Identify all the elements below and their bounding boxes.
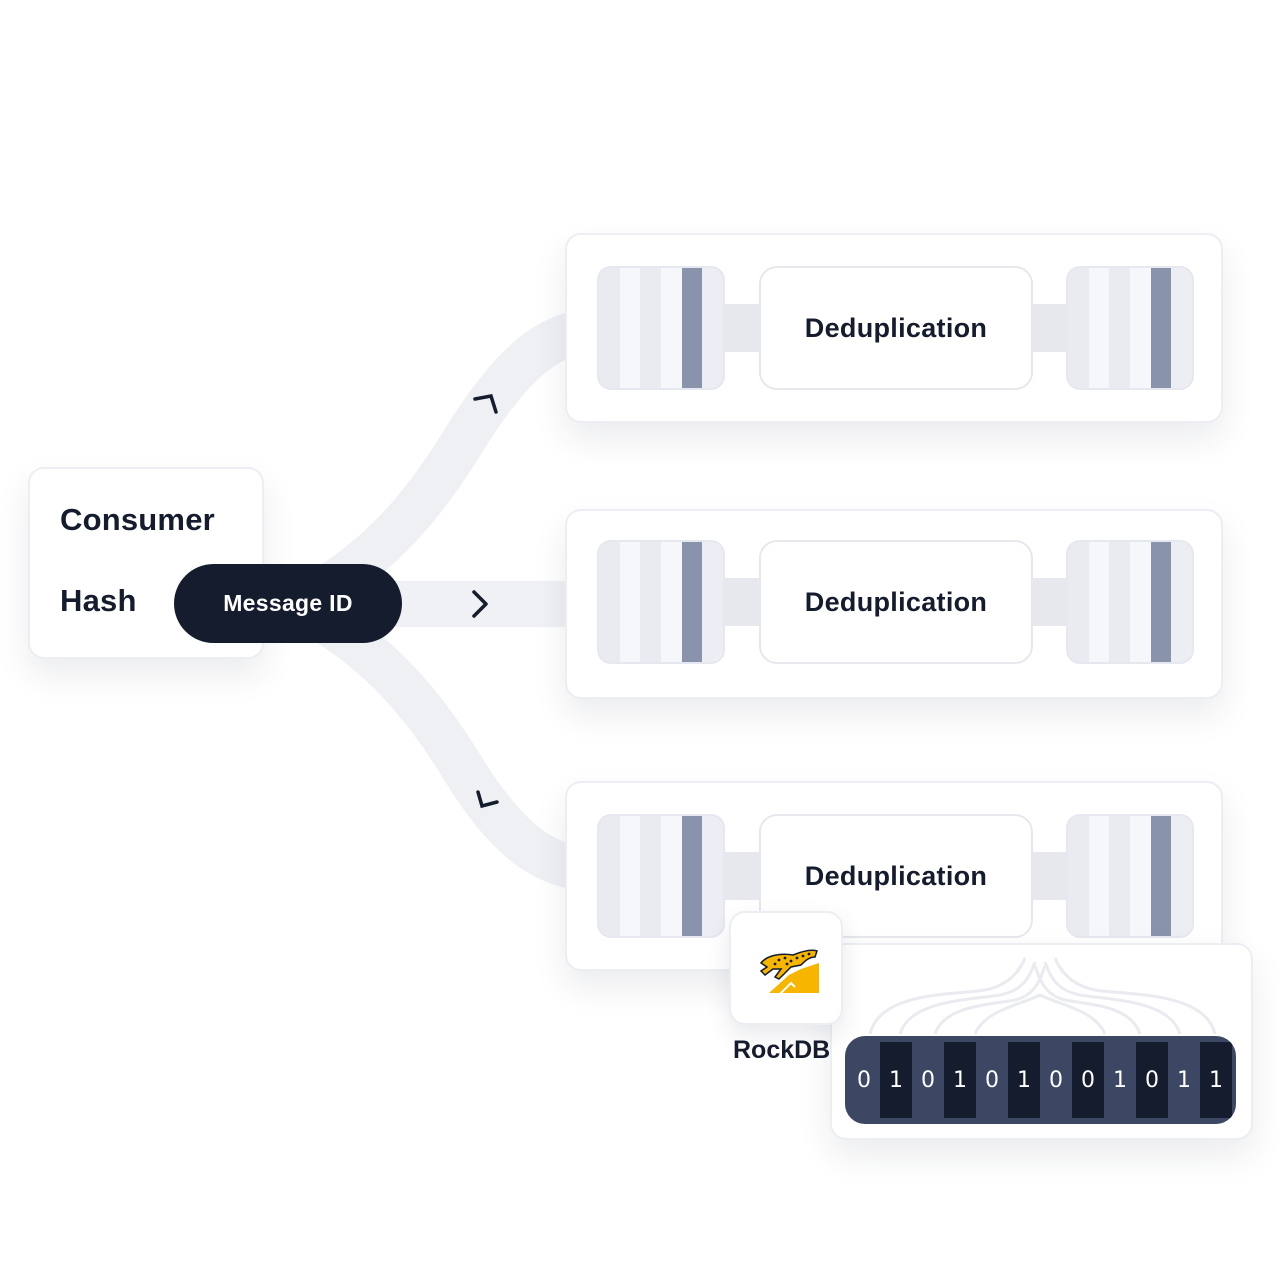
- hash-label: Hash: [60, 583, 137, 618]
- bit-cell: 1: [1200, 1042, 1232, 1118]
- bit-cell: 1: [1113, 1067, 1127, 1093]
- bit-cell: 0: [857, 1067, 871, 1093]
- input-queue: [597, 540, 725, 664]
- connector: [1030, 578, 1070, 626]
- connector: [720, 578, 764, 626]
- chevron-up-right-icon: [473, 393, 498, 414]
- bit-cell: 0: [1136, 1042, 1168, 1118]
- bit-cell: 1: [1177, 1067, 1191, 1093]
- output-queue: [1066, 266, 1194, 390]
- bit-cell: 0: [1072, 1042, 1104, 1118]
- chevron-right-icon: [472, 590, 488, 618]
- flow-path-bottom: [308, 603, 622, 892]
- bit-cell: 1: [944, 1042, 976, 1118]
- output-queue: [1066, 814, 1194, 938]
- connector: [1030, 304, 1070, 352]
- connector: [720, 304, 764, 352]
- bit-cell: 0: [921, 1067, 935, 1093]
- flow-path-top: [308, 308, 622, 607]
- rockdb-label: RockDB: [733, 1036, 831, 1064]
- message-id-pill: Message ID: [174, 564, 402, 643]
- bit-cell: 0: [985, 1067, 999, 1093]
- chevron-down-right-icon: [476, 790, 499, 809]
- bit-cell: 0: [1049, 1067, 1063, 1093]
- deduplication-box-1: Deduplication: [759, 266, 1033, 390]
- cheetah-logo-icon: [759, 949, 819, 996]
- bit-array: 0 1 0 1 0 1 0 0 1 0 1 1: [845, 1036, 1236, 1124]
- input-queue: [597, 814, 725, 938]
- output-queue: [1066, 540, 1194, 664]
- consumer-title: Consumer: [60, 502, 215, 537]
- input-queue: [597, 266, 725, 390]
- bit-cell: 1: [1008, 1042, 1040, 1118]
- connector: [1030, 852, 1070, 900]
- connector: [720, 852, 764, 900]
- rockdb-logo: [729, 911, 843, 1025]
- bit-cell: 1: [880, 1042, 912, 1118]
- deduplication-box-2: Deduplication: [759, 540, 1033, 664]
